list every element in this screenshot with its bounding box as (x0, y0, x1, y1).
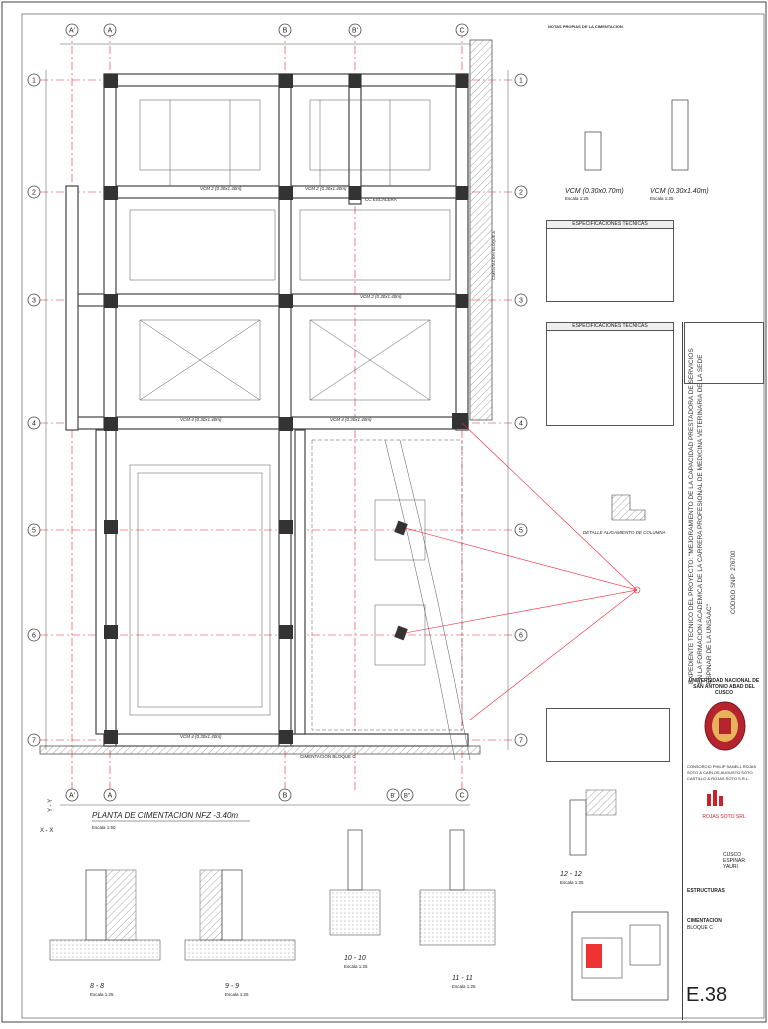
key-plan (571, 911, 669, 1001)
svg-text:A: A (108, 793, 113, 800)
svg-text:Escala 1:25: Escala 1:25 (650, 196, 674, 201)
grid-letter: A' (69, 28, 75, 35)
svg-text:1: 1 (519, 78, 523, 85)
block-name: BLOQUE C (687, 925, 713, 931)
svg-text:Escala 1:25: Escala 1:25 (452, 984, 476, 989)
svg-text:12 - 12: 12 - 12 (560, 871, 582, 878)
svg-text:Escala 1:25: Escala 1:25 (565, 196, 589, 201)
foundation-beams (65, 73, 469, 747)
location: CUSCO ESPINAR YAURI (723, 852, 745, 870)
bottom-wall-hatch (39, 745, 481, 755)
specialty: ESTRUCTURAS (687, 888, 725, 894)
svg-text:A': A' (69, 793, 75, 800)
svg-text:B'': B'' (404, 794, 410, 800)
svg-text:4: 4 (519, 421, 523, 428)
svg-text:3: 3 (519, 298, 523, 305)
svg-text:1: 1 (32, 78, 36, 85)
svg-text:VCM 2 (0.30x1.40m): VCM 2 (0.30x1.40m) (360, 294, 402, 299)
svg-text:X - X: X - X (40, 828, 53, 834)
svg-text:CIMENTACION BLOQUE C: CIMENTACION BLOQUE C (300, 754, 356, 759)
plan-name: CIMENTACION (687, 918, 722, 924)
section-9-9: 9 - 9 Escala 1:25 (184, 869, 296, 997)
svg-text:5: 5 (32, 528, 36, 535)
svg-text:VCM 4 (0.30x1.40m): VCM 4 (0.30x1.40m) (330, 417, 372, 422)
revisions-table (684, 322, 764, 384)
footing-outlines (129, 99, 463, 731)
svg-text:6: 6 (32, 633, 36, 640)
corner-detail (611, 494, 646, 521)
columns (104, 74, 468, 744)
svg-text:CC ESCALERA: CC ESCALERA (365, 197, 397, 202)
svg-text:6: 6 (519, 633, 523, 640)
sheet-number: E.38 (686, 984, 728, 1006)
project-code: CODIGO SNIP: 276700 (731, 550, 737, 614)
svg-text:VCM 4 (0.30x1.40m): VCM 4 (0.30x1.40m) (180, 417, 222, 422)
svg-text:B': B' (390, 794, 395, 800)
svg-text:VCM 2 (0.30x1.40m): VCM 2 (0.30x1.40m) (305, 186, 347, 191)
svg-text:VCM 4 (0.30x1.40m): VCM 4 (0.30x1.40m) (180, 734, 222, 739)
svg-text:VCM (0.30x1.40m): VCM (0.30x1.40m) (650, 188, 709, 195)
svg-text:3: 3 (32, 298, 36, 305)
title-block: EXPEDIENTE TECNICO DEL PROYECTO: "MEJORA… (682, 322, 765, 1020)
vcm-detail-2: VCM (0.30x1.40m) Escala 1:25 (650, 99, 709, 201)
grid-letter: C (459, 28, 464, 35)
svg-text:VCM 2 (0.30x1.40m): VCM 2 (0.30x1.40m) (200, 186, 242, 191)
grid-bubbles-numbers: 1 2 3 4 5 6 7 1 2 3 4 5 6 7 (27, 73, 528, 747)
vcm-detail-1: VCM (0.30x0.70m) Escala 1:25 (565, 131, 624, 201)
svg-text:Escala 1:25: Escala 1:25 (90, 992, 114, 997)
grid-letter: A (108, 28, 113, 35)
brand-logo (707, 790, 723, 806)
brand-name: ROJAS SOTO SRL (702, 814, 746, 820)
section-10-10: 10 - 10 Escala 1:25 (329, 829, 381, 969)
plan-title: PLANTA DE CIMENTACION NFZ -3.40m (92, 811, 238, 820)
svg-text:Escala 1:25: Escala 1:25 (560, 880, 584, 885)
svg-text:DETALLE ALIGAMIENTO DE COLUMNA: DETALLE ALIGAMIENTO DE COLUMNA (583, 530, 666, 535)
retaining-wall-hatch (469, 39, 493, 421)
svg-text:8 - 8: 8 - 8 (90, 983, 104, 990)
consultor-label: CONSORCIO PHILIP SANELL ROJAS SOTO & CAR… (687, 764, 757, 781)
alignment-lines (404, 422, 641, 721)
svg-text:9 - 9: 9 - 9 (225, 983, 239, 990)
svg-text:5: 5 (519, 528, 523, 535)
svg-text:11 - 11: 11 - 11 (452, 975, 473, 982)
svg-text:7: 7 (32, 738, 36, 745)
svg-text:2: 2 (519, 190, 523, 197)
svg-text:2: 2 (32, 190, 36, 197)
svg-text:4: 4 (32, 421, 36, 428)
grid-letter: B (283, 28, 288, 35)
spec-table-1: ESPECIFICACIONES TECNICAS (546, 220, 674, 302)
plan-scale: Escala 1:50 (92, 825, 116, 830)
svg-text:7: 7 (519, 738, 523, 745)
svg-text:Escala 1:25: Escala 1:25 (225, 992, 249, 997)
spec-table-2: ESPECIFICACIONES TECNICAS (546, 322, 674, 426)
legend-table (546, 708, 670, 762)
section-8-8: 8 - 8 Escala 1:25 (49, 869, 161, 997)
svg-text:Escala 1:25: Escala 1:25 (344, 964, 368, 969)
svg-text:C: C (459, 793, 464, 800)
svg-text:B: B (283, 793, 288, 800)
university-seal (704, 701, 746, 751)
grid-bubbles-top: A' A B B' C (65, 23, 469, 37)
university-name: UNIVERSIDAD NACIONAL DE SAN ANTONIO ABAD… (688, 678, 760, 696)
section-11-11: 11 - 11 Escala 1:25 (419, 829, 496, 989)
foundation-notes: NOTAS PROPIAS DE LA CIMENTACION (548, 24, 623, 29)
axis-note: Y - Y (48, 799, 54, 812)
grid-letter: B' (352, 28, 358, 35)
svg-text:VCM (0.30x0.70m): VCM (0.30x0.70m) (565, 188, 624, 195)
svg-text:CIMENTACION BLOQUE A: CIMENTACION BLOQUE A (491, 231, 496, 280)
grid-bubbles-bottom: A' A B B' B'' C (65, 788, 469, 802)
svg-text:10 - 10: 10 - 10 (344, 955, 366, 962)
dimension-lines (45, 43, 509, 806)
section-12-12: 12 - 12 Escala 1:25 (560, 789, 617, 885)
project-title: EXPEDIENTE TECNICO DEL PROYECTO: "MEJORA… (688, 348, 713, 684)
